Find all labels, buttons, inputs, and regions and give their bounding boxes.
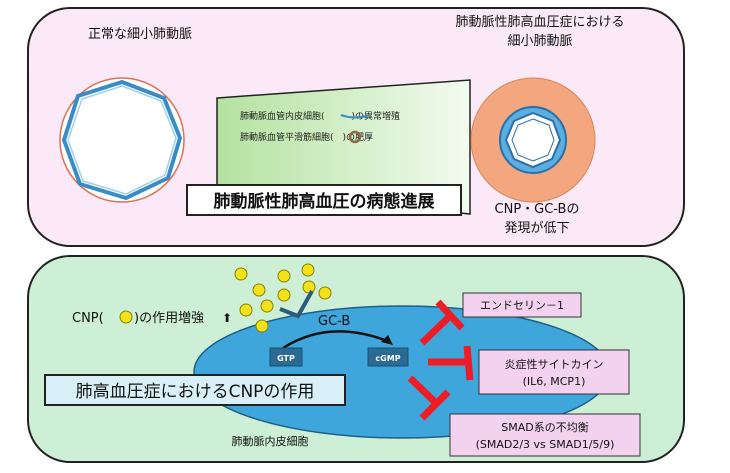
cnp-molecule-icon (301, 263, 315, 277)
cnp-molecule-icon (239, 303, 253, 317)
conversion-arrow (282, 330, 391, 350)
gc-b-label: GC-B (318, 314, 350, 329)
cnp-molecule-icon (255, 319, 269, 333)
pah-vessel-label-2: 細小肺動脈 (507, 34, 572, 49)
inhibition-icons (407, 299, 474, 421)
cnp-prefix: CNP( (72, 311, 104, 326)
cnp-molecule-icon (277, 288, 291, 302)
endothelin-label: エンドセリン－1 (480, 299, 564, 312)
gtp-label: GTP (277, 354, 295, 363)
pah-vessel-icon (470, 77, 596, 203)
pah-vessel-label-1: 肺動脈性肺高血圧症における (455, 14, 624, 30)
inhibit-smad-icon (407, 375, 451, 421)
arrowhead-icon (381, 335, 393, 345)
gtp-box (269, 347, 303, 367)
inhibit-cytokine-icon (428, 345, 474, 381)
cnp-molecule-icon (252, 283, 266, 297)
cgmp-label: cGMP (375, 354, 400, 363)
endothelial-text: 肺動脈血管内皮細胞( )の異常増殖 (240, 110, 400, 122)
cnp-molecule-icon (277, 269, 291, 283)
normal-vessel-label: 正常な細小肺動脈 (88, 27, 192, 42)
progression-trapezoid (216, 79, 471, 215)
inhibit-endothelin-icon (419, 299, 465, 346)
up-arrow-icon: ⬆ (222, 311, 232, 325)
cnp-molecule-icon (260, 299, 274, 313)
cnp-decrease-1: CNP・GC-Bの (495, 202, 580, 217)
smad-label: SMAD系の不均衡 (501, 421, 588, 434)
cnp-molecules (234, 263, 332, 333)
cytokine-label: 炎症性サイトカイン (505, 357, 604, 371)
endothelin-box (462, 292, 582, 318)
cnp-molecule-icon (302, 280, 316, 294)
smooth-muscle-text: 肺動脈血管平滑筋細胞( )の肥厚 (240, 131, 373, 143)
gc-b-receptor-icon (279, 290, 314, 319)
endothelial-cell-icon (340, 114, 370, 119)
bottom-title-box (44, 374, 346, 406)
cnp-decrease-2: 発現が低下 (504, 221, 569, 236)
cnp-suffix: )の作用増強 (134, 311, 204, 326)
cnp-molecule-icon (318, 286, 332, 300)
smad-detail: (SMAD2/3 vs SMAD1/5/9) (476, 438, 615, 451)
smooth-muscle-cell-icon (348, 130, 362, 144)
cgmp-box (367, 347, 409, 367)
cytokine-detail: (IL6, MCP1) (523, 375, 586, 388)
cnp-molecule-icon (234, 267, 248, 281)
smad-box (449, 413, 641, 457)
cytokine-box (478, 349, 630, 395)
normal-vessel-icon (59, 77, 185, 203)
top-title-box (186, 184, 462, 216)
top-title: 肺動脈性肺高血圧の病態進展 (214, 191, 435, 212)
bottom-title: 肺高血圧症におけるCNPの作用 (76, 382, 315, 402)
cell-label: 肺動脈内皮細胞 (232, 434, 309, 448)
cnp-legend-icon (119, 310, 133, 324)
